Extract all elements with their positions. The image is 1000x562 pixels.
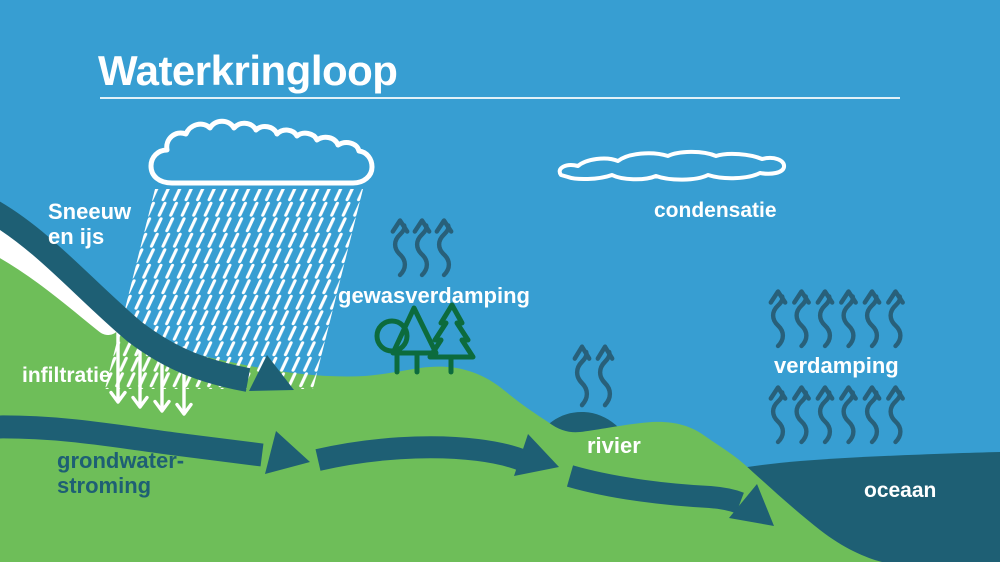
- page-title: Waterkringloop: [98, 47, 397, 94]
- infiltration-arrow-icon: [109, 328, 127, 404]
- crop-evaporation-label: gewasverdamping: [338, 283, 530, 308]
- trees-icon: [374, 302, 476, 375]
- rain-icon: [105, 189, 363, 389]
- groundwater-label: grondwater-: [57, 448, 184, 473]
- snow-ice-label: Sneeuw: [48, 199, 132, 224]
- evaporation-label: verdamping: [774, 353, 899, 378]
- mountain-stream-arrow: [0, 201, 294, 392]
- condensation-label: condensatie: [654, 199, 777, 222]
- river-label: rivier: [587, 433, 641, 458]
- snow-ice-label: en ijs: [48, 224, 104, 249]
- condensation-cloud-icon: [557, 149, 786, 182]
- infiltration-label: infiltratie: [22, 364, 111, 387]
- rain-cloud-icon: [148, 118, 375, 186]
- river-to-ocean-arrow: [566, 465, 774, 526]
- groundwater-arrow: [0, 415, 310, 474]
- groundwater-label: stroming: [57, 473, 151, 498]
- ocean-label: oceaan: [864, 479, 936, 502]
- river-flow-arrow: [315, 434, 559, 476]
